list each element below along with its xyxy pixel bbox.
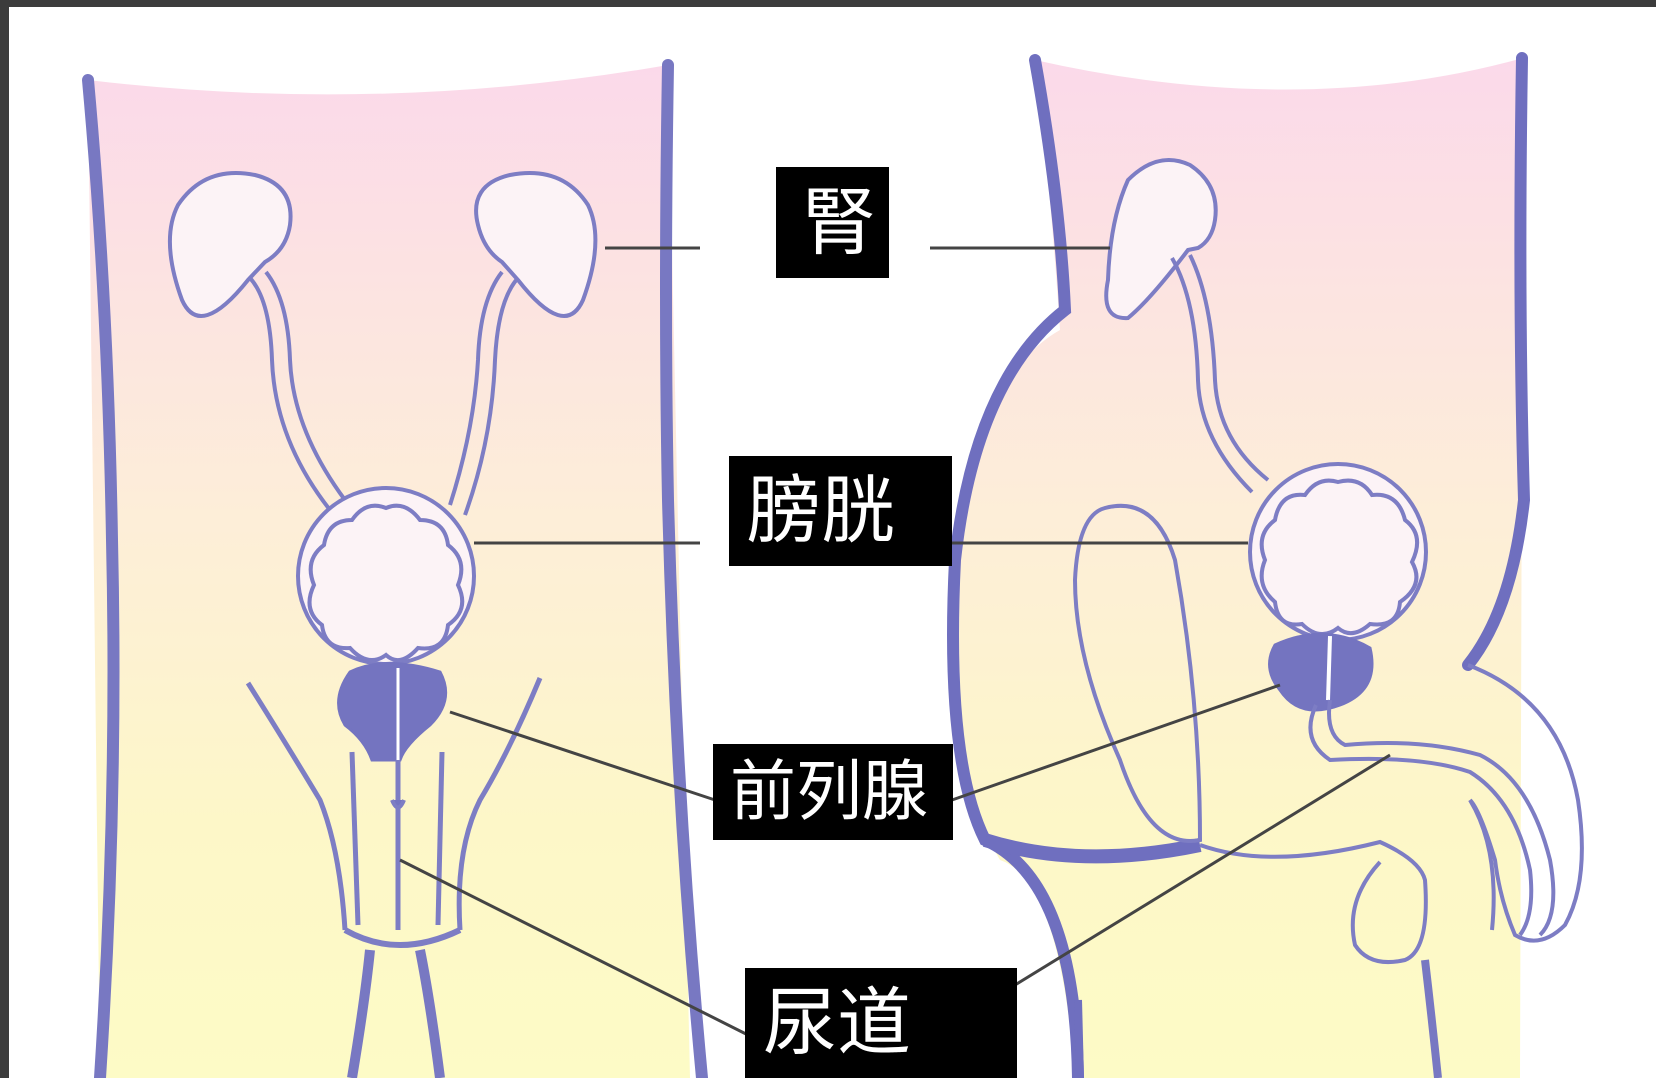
front-urethra-bulb (392, 800, 404, 808)
front-view (88, 65, 702, 1078)
side-torso-fill (949, 58, 1523, 1078)
side-leg-back (1078, 1000, 1080, 1078)
label-prostate: 前列腺 (713, 744, 953, 840)
side-view (949, 58, 1582, 1078)
label-bladder: 膀胱 (729, 456, 952, 566)
side-prostate-split (1328, 636, 1330, 700)
label-urethra: 尿道 (745, 968, 1017, 1078)
label-kidney: 腎 (776, 167, 889, 278)
